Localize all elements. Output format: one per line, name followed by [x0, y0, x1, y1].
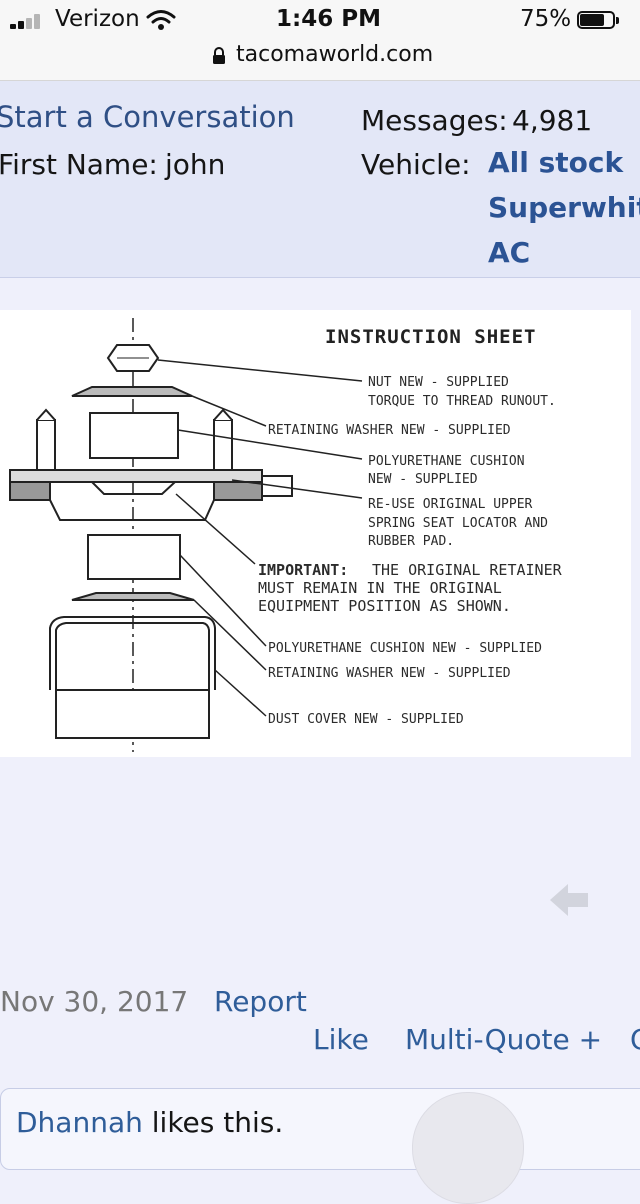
- sheet-label: EQUIPMENT POSITION AS SHOWN.: [258, 597, 511, 615]
- sheet-label: RE-USE ORIGINAL UPPER: [368, 497, 533, 512]
- report-link[interactable]: Report: [214, 985, 307, 1018]
- liker-link[interactable]: Dhannah: [16, 1106, 143, 1139]
- wifi-icon: [146, 10, 176, 30]
- likes-text: Dhannah likes this.: [16, 1106, 283, 1139]
- signal-icon: [10, 13, 50, 29]
- vehicle-line: AC: [488, 236, 531, 269]
- sheet-label-important: IMPORTANT:: [258, 561, 349, 579]
- vehicle-line: All stock: [488, 146, 624, 179]
- address-bar[interactable]: [0, 40, 640, 81]
- sheet-label: RUBBER PAD.: [368, 534, 455, 549]
- vehicle-line: Superwhite: [488, 191, 640, 224]
- scroll-overlay-button[interactable]: [412, 1092, 524, 1204]
- likes-suffix: likes this.: [142, 1106, 284, 1139]
- carrier-name: Verizon: [55, 6, 140, 32]
- start-conversation-link[interactable]: Start a Conversation: [0, 100, 295, 134]
- messages-value: 4,981: [512, 104, 593, 137]
- instruction-sheet-image[interactable]: INSTRUCTION SHEET NUT NEW - SUPPLIED TOR…: [0, 310, 631, 757]
- member-info-panel: [0, 81, 640, 278]
- vehicle-label: Vehicle:: [361, 148, 471, 181]
- sheet-label: THE ORIGINAL RETAINER: [372, 561, 562, 579]
- sheet-label: POLYURETHANE CUSHION NEW - SUPPLIED: [268, 641, 542, 656]
- clock-time: 1:46 PM: [276, 6, 381, 32]
- sheet-label: SPRING SEAT LOCATOR AND: [368, 516, 549, 531]
- reply-link[interactable]: Q: [630, 1023, 640, 1056]
- battery-percent: 75%: [520, 6, 572, 32]
- first-name-label: First Name:: [0, 148, 158, 181]
- sheet-title: INSTRUCTION SHEET: [325, 326, 537, 348]
- sheet-label: RETAINING WASHER NEW - SUPPLIED: [268, 666, 511, 681]
- sheet-label: NEW - SUPPLIED: [368, 472, 478, 487]
- status-bar: Verizon 1:46 PM 75%: [0, 0, 640, 40]
- battery-icon: [577, 11, 621, 31]
- sheet-label: DUST COVER NEW - SUPPLIED: [268, 712, 464, 727]
- sheet-label: POLYURETHANE CUSHION: [368, 454, 525, 469]
- messages-label: Messages:: [361, 104, 508, 137]
- sheet-label: MUST REMAIN IN THE ORIGINAL: [258, 579, 502, 597]
- shock-mount-diagram: [9, 318, 363, 752]
- sheet-label: NUT NEW - SUPPLIED: [368, 375, 509, 390]
- post-date: Nov 30, 2017: [0, 985, 189, 1018]
- first-name-value: john: [165, 148, 226, 181]
- lock-icon: [213, 47, 225, 64]
- sheet-label: TORQUE TO THREAD RUNOUT.: [368, 394, 556, 409]
- share-icon[interactable]: [546, 878, 592, 922]
- sheet-label: RETAINING WASHER NEW - SUPPLIED: [268, 423, 511, 438]
- url-text[interactable]: tacomaworld.com: [236, 42, 434, 67]
- multi-quote-link[interactable]: Multi-Quote +: [405, 1023, 603, 1056]
- like-link[interactable]: Like: [313, 1023, 369, 1056]
